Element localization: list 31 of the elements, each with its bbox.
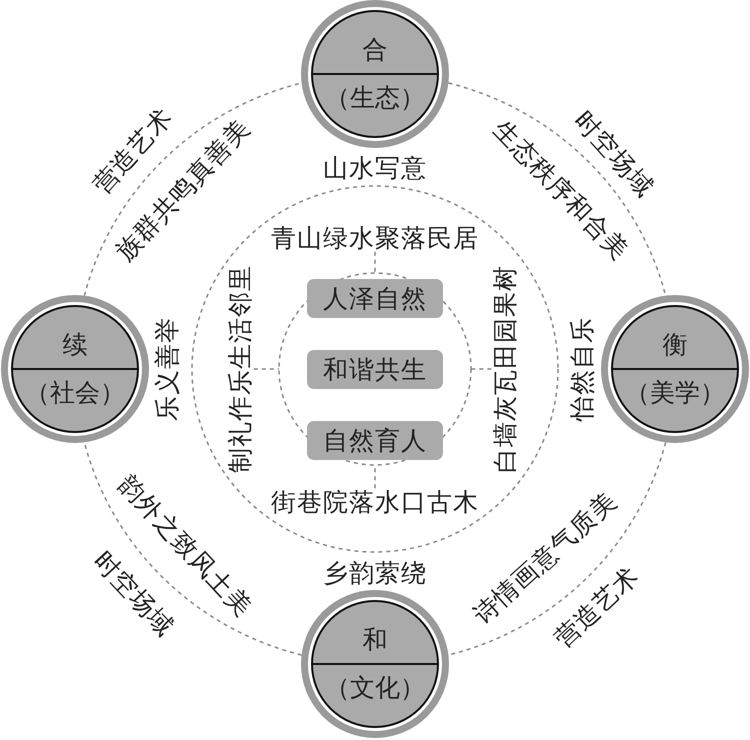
dashed-arc bbox=[448, 82, 666, 296]
divided-circle bbox=[601, 295, 749, 443]
circle-subtitle: （社会） bbox=[25, 379, 125, 406]
dashed-circle bbox=[278, 272, 472, 466]
dashed-arc bbox=[84, 82, 302, 296]
dashed-arc bbox=[84, 442, 302, 656]
circle-title: 衡 bbox=[662, 331, 688, 358]
concept-box: 和谐共生 bbox=[307, 350, 443, 388]
leader-line bbox=[374, 252, 376, 273]
text-label: 街巷院落水口古木 bbox=[271, 488, 479, 516]
leader-line bbox=[254, 368, 279, 370]
concept-box: 自然育人 bbox=[307, 420, 443, 460]
circle-subtitle: （美学） bbox=[625, 379, 725, 406]
circle-title: 和 bbox=[362, 626, 388, 654]
divided-circle bbox=[1, 295, 149, 443]
theme-label: 怡然自乐 bbox=[568, 317, 596, 421]
circle-title: 合 bbox=[362, 36, 388, 64]
text-label: 青山绿水聚落民居 bbox=[271, 224, 479, 252]
divided-circle bbox=[301, 0, 449, 148]
divided-circle bbox=[301, 590, 449, 738]
circle-subtitle: （文化） bbox=[325, 674, 425, 702]
circle-subtitle: （生态） bbox=[325, 84, 425, 112]
theme-label: 乐义善举 bbox=[153, 317, 181, 421]
theme-label: 山水写意 bbox=[323, 154, 427, 182]
text-label: 白墙灰瓦田园果树 bbox=[491, 265, 519, 473]
theme-label: 乡韵萦绕 bbox=[323, 559, 427, 587]
text-label: 制礼作乐生活邻里 bbox=[226, 265, 254, 473]
leader-line bbox=[471, 368, 492, 370]
concept-box: 人泽自然 bbox=[307, 278, 443, 318]
circle-title: 续 bbox=[62, 331, 88, 358]
dashed-arc bbox=[448, 442, 666, 656]
